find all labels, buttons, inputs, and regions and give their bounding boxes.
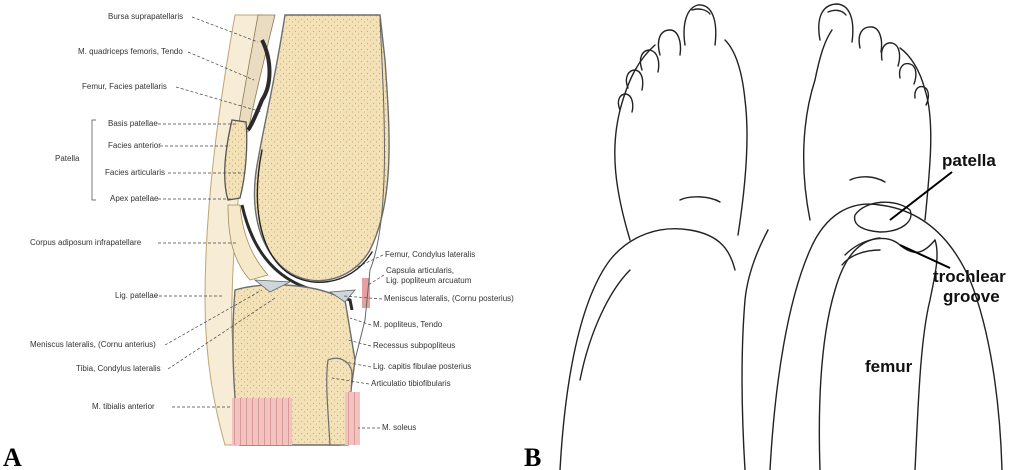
label-facies-articularis: Facies articularis (105, 168, 165, 177)
label-corpus-adiposum: Corpus adiposum infrapatellare (30, 238, 142, 247)
label-apex-patellae: Apex patellae (110, 194, 159, 203)
panel-a-letter: A (3, 443, 22, 470)
label-patella: patella (942, 151, 996, 170)
label-meniscus-anterior: Meniscus lateralis, (Cornu anterius) (30, 340, 156, 349)
femur-bone (254, 15, 389, 281)
trochlear-leader (900, 245, 950, 268)
label-articulatio-tibiofibularis: Articulatio tibiofibularis (371, 379, 451, 388)
label-recessus-subpopliteus: Recessus subpopliteus (373, 341, 455, 350)
patella-sketch (855, 202, 911, 232)
knee-section-illustration: Bursa suprapatellaris M. quadriceps femo… (0, 0, 520, 470)
label-bursa-suprapatellaris: Bursa suprapatellaris (108, 12, 183, 21)
label-femur-condylus-lateralis: Femur, Condylus lateralis (385, 250, 475, 259)
femur-outline (819, 238, 880, 470)
label-lig-patellae: Lig. patellae (115, 291, 159, 300)
label-lig-capitis-fibulae: Lig. capitis fibulae posterius (373, 362, 471, 371)
label-femur: femur (865, 357, 913, 376)
panel-a-knee-sagittal-section: Bursa suprapatellaris M. quadriceps femo… (0, 0, 520, 470)
soleus-muscle (345, 392, 360, 445)
left-thigh-sketch (560, 229, 735, 470)
right-foot-sketch (804, 4, 931, 220)
right-thigh-sketch (770, 204, 1002, 470)
label-popliteus-tendo: M. popliteus, Tendo (373, 320, 443, 329)
left-thigh-inner (742, 230, 768, 470)
panel-b-letter: B (524, 443, 541, 470)
label-facies-anterior: Facies anterior (108, 141, 161, 150)
label-tibia-condylus: Tibia, Condylus lateralis (76, 364, 161, 373)
label-basis-patellae: Basis patellae (108, 119, 158, 128)
label-tibialis-anterior: M. tibialis anterior (92, 402, 155, 411)
label-m-soleus: M. soleus (382, 423, 416, 432)
label-patella: Patella (55, 154, 80, 163)
label-facies-patellaris: Femur, Facies patellaris (82, 82, 167, 91)
left-foot-sketch (615, 5, 747, 240)
tibialis-anterior-muscle (232, 398, 292, 445)
label-quadriceps-tendon: M. quadriceps femoris, Tendo (78, 47, 183, 56)
label-lig-popliteum: Lig. popliteum arcuatum (386, 276, 472, 285)
label-capsula-articularis: Capsula articularis, (386, 266, 454, 275)
label-meniscus-posterior: Meniscus lateralis, (Cornu posterius) (384, 294, 514, 303)
patella-leader (890, 172, 952, 220)
